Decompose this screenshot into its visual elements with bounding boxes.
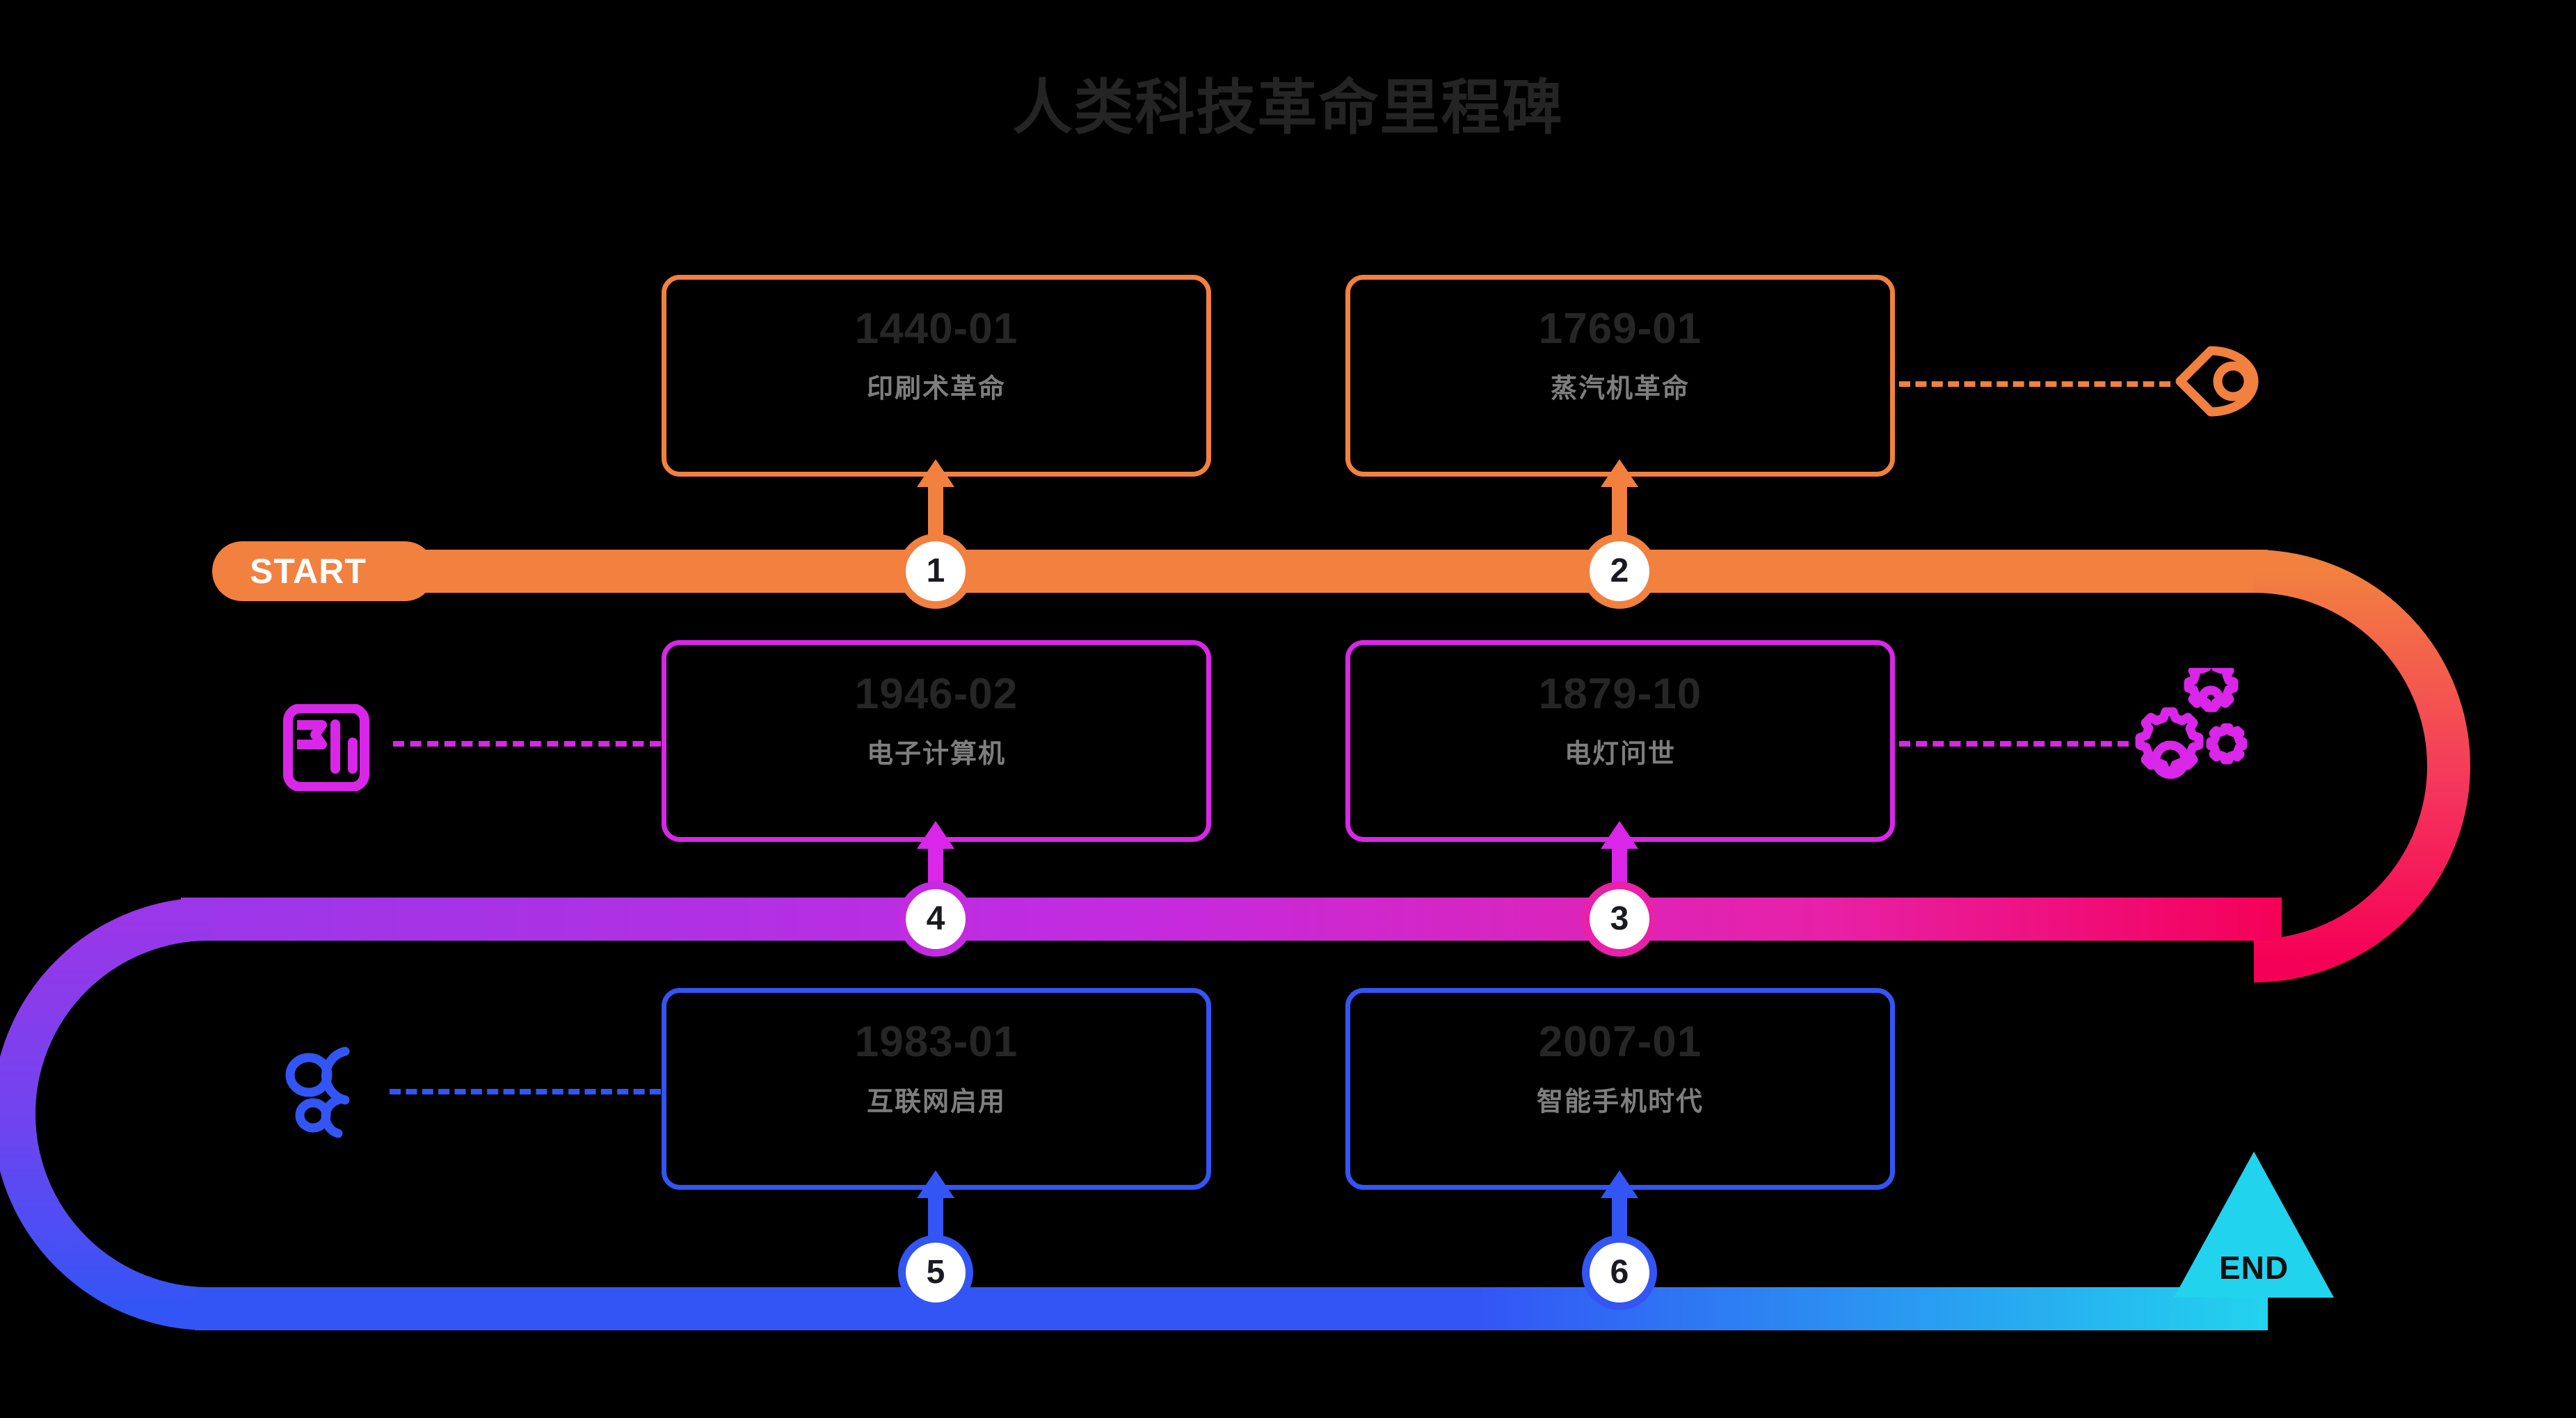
milestone-card-4[interactable]: 1946-02 电子计算机 [662,640,1211,842]
milestone-card-5[interactable]: 1983-01 互联网启用 [662,988,1211,1190]
gears-icon [2129,658,2254,797]
milestone-card-2[interactable]: 1769-01 蒸汽机革命 [1345,275,1895,477]
milestone-node-1[interactable]: 1 [898,534,973,609]
milestone-label-6: 智能手机时代 [1536,1088,1704,1117]
milestone-number-1: 1 [926,552,945,589]
milestone-date-3: 1879-10 [1538,670,1702,718]
milestone-date-4: 1946-02 [854,670,1018,718]
milestone-label-2: 蒸汽机革命 [1550,374,1690,404]
connector-dashed-left-bottom [390,1089,661,1094]
connector-dashed-right-middle [1899,741,2129,747]
milestone-node-3[interactable]: 3 [1582,882,1657,957]
milestone-date-5: 1983-01 [854,1018,1018,1066]
milestone-label-3: 电灯问世 [1564,740,1676,769]
milestone-label-5: 互联网启用 [866,1088,1006,1117]
end-badge[interactable]: END [2174,1152,2334,1298]
milestone-card-6[interactable]: 2007-01 智能手机时代 [1345,988,1895,1190]
milestone-date-1: 1440-01 [854,305,1018,353]
milestone-card-1[interactable]: 1440-01 印刷术革命 [662,275,1211,477]
milestone-card-3[interactable]: 1879-10 电灯问世 [1345,640,1895,842]
location-pin-icon [2175,333,2286,433]
milestone-number-6: 6 [1610,1254,1629,1291]
end-label: END [2218,1250,2289,1286]
milestone-date-6: 2007-01 [1538,1018,1702,1066]
milestone-node-6[interactable]: 6 [1582,1235,1657,1310]
milestone-label-4: 电子计算机 [866,740,1006,769]
milestone-number-3: 3 [1610,900,1629,937]
milestone-node-4[interactable]: 4 [898,882,973,957]
milestone-number-2: 2 [1610,552,1629,589]
page-title: 人类科技革命里程碑 [1012,74,1564,141]
milestone-number-4: 4 [926,900,945,937]
connector-dashed-left-middle [393,741,661,747]
milestone-number-5: 5 [926,1254,945,1291]
start-label: START [250,552,367,591]
milestone-label-1: 印刷术革命 [866,374,1006,404]
milestone-date-2: 1769-01 [1538,305,1702,353]
connector-dashed-right-top [1899,381,2170,387]
network-alpha-icon [278,1040,383,1148]
end-triangle-shape [2174,1152,2334,1298]
start-badge[interactable]: START [212,541,435,601]
flag-board-icon [282,703,386,795]
milestone-node-5[interactable]: 5 [898,1235,973,1310]
milestone-node-2[interactable]: 2 [1582,534,1657,609]
